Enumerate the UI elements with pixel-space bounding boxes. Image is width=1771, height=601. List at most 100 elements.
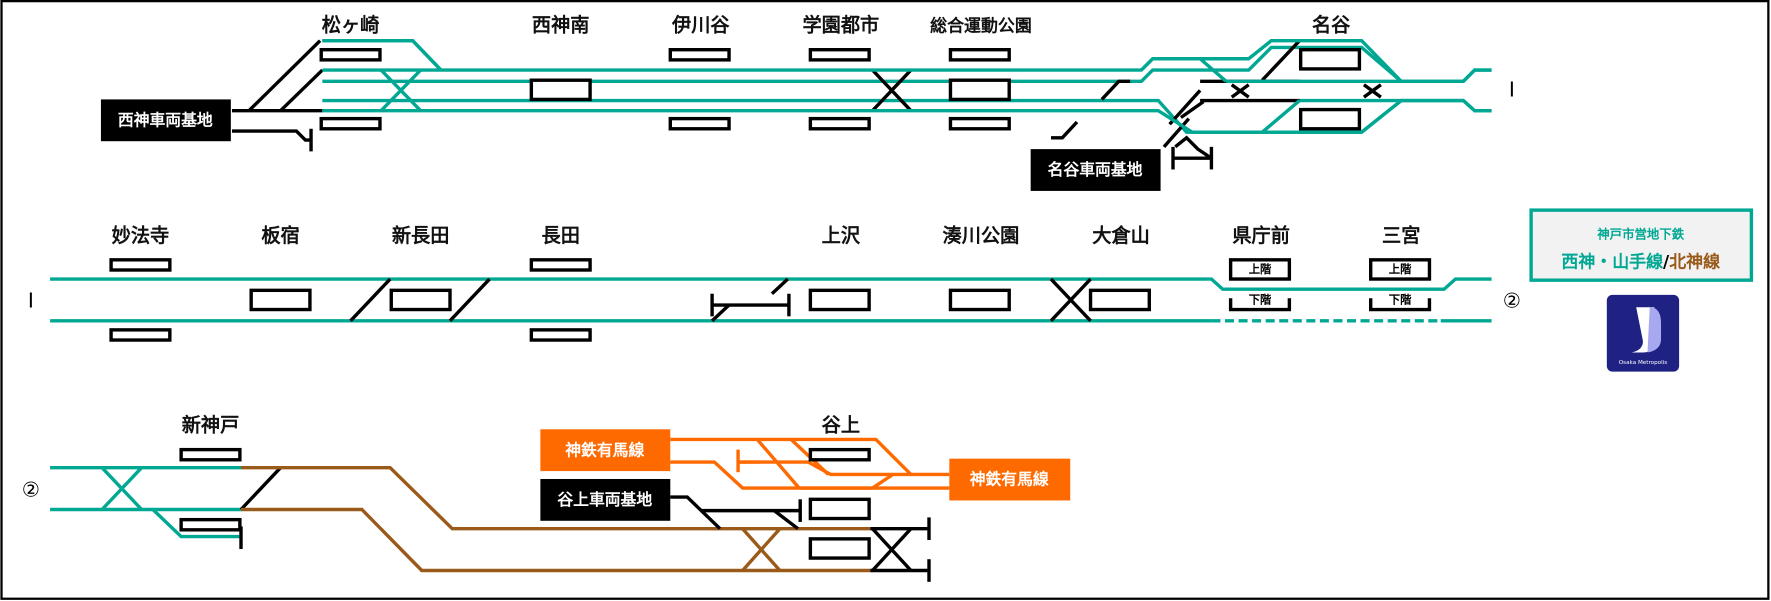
row1-green: [322, 38, 443, 72]
depot-box: [100, 99, 231, 142]
station-label: 大倉山: [1092, 224, 1150, 247]
platform: [389, 288, 452, 312]
row3-station-labels: 新神戸 谷上: [182, 414, 860, 437]
platform: [109, 328, 172, 342]
platform: [529, 328, 592, 342]
depot-seishin: 西神車両基地: [100, 99, 231, 142]
platform: [179, 447, 242, 462]
depot-lead-2: [279, 68, 324, 112]
platform: [808, 288, 871, 312]
legend-operator: 神戸市営地下鉄: [1597, 226, 1684, 241]
row2-main-up: [50, 277, 1492, 291]
main-down: [322, 98, 1492, 134]
platform: [808, 497, 871, 521]
depot-lead-1: [247, 39, 322, 112]
station-label: 妙法寺: [112, 224, 170, 247]
connector-1-icon: Ⅰ: [28, 289, 34, 313]
station-label: 西神南: [532, 14, 590, 37]
station-label: 総合運動公園: [930, 16, 1032, 36]
stub-a: [1100, 79, 1131, 101]
x1b: [1230, 83, 1250, 99]
depot-label: 谷上車両基地: [557, 490, 652, 509]
platform: [109, 258, 172, 272]
depot-lead: [773, 509, 799, 531]
shintetsu-crossover: [755, 438, 801, 490]
platform-upper: [1228, 258, 1292, 281]
hokushin-up: [241, 466, 871, 531]
depot-label: 名谷車両基地: [1048, 160, 1143, 179]
platform: [319, 116, 382, 131]
station-label: 県庁前: [1232, 224, 1290, 247]
row1-platforms: [319, 48, 1362, 131]
station-label: 新神戸: [182, 414, 240, 437]
connection-box: [949, 458, 1071, 501]
row3-platforms: [179, 447, 871, 560]
platform-lower: [1369, 298, 1432, 312]
platform: [808, 116, 871, 131]
connector-2-icon: ②: [1503, 289, 1521, 313]
depot2-lead-2: [1174, 135, 1213, 160]
legend-frame: [1529, 208, 1754, 282]
connection-shintetsu-right: 神鉄有馬線: [949, 458, 1071, 501]
nadani-x-g2: [1261, 99, 1301, 134]
platform: [319, 48, 382, 62]
lead-d: [1179, 100, 1205, 119]
lead-c: [1168, 89, 1202, 126]
station-label: 名谷: [1312, 14, 1351, 37]
level-label: 下階: [1249, 293, 1272, 307]
shintetsu-crossover: [871, 473, 894, 490]
pocket-lead: [770, 277, 789, 295]
platform-upper: [1369, 258, 1432, 281]
row1-black: [231, 39, 1382, 170]
crossover-gakuen-b: [871, 68, 913, 112]
platform: [808, 537, 871, 560]
station-label: 板宿: [261, 224, 299, 247]
station-label: 長田: [542, 224, 580, 247]
x2b: [1362, 83, 1382, 99]
depot-label: 西神車両基地: [118, 110, 213, 129]
platform: [948, 48, 1011, 62]
platform-lower: [1228, 298, 1292, 312]
legend-lines: 西神・山手線/北神線: [1561, 252, 1720, 272]
osaka-metropolis-logo: Osaka Metropolis: [1606, 294, 1680, 372]
main-up: [322, 38, 1492, 84]
depot-lead: [670, 495, 722, 530]
platform: [668, 116, 731, 131]
connection-label: 神鉄有馬線: [565, 440, 644, 459]
depot-myodani: 名谷車両基地: [1030, 149, 1161, 191]
stub-b: [1051, 120, 1079, 140]
pocket-lead: [710, 303, 731, 323]
row1-station-labels: 松ヶ崎 西神南 伊川谷 学園都市 総合運動公園 名谷: [322, 14, 1351, 37]
logo-mark-shade-icon: [1647, 307, 1662, 353]
platform: [808, 447, 871, 462]
platform: [1088, 288, 1151, 312]
level-label: 上階: [1249, 262, 1272, 276]
depot-box: [540, 478, 671, 521]
platform: [179, 517, 242, 532]
row1-crossover-b: [379, 68, 422, 112]
station-label: 伊川谷: [671, 14, 730, 37]
siding-matsugasaki: [322, 38, 443, 72]
level-label: 下階: [1389, 293, 1412, 307]
platform: [1298, 107, 1362, 131]
station-label: 谷上: [822, 414, 860, 437]
depot2-lead-1: [1162, 117, 1191, 148]
crossover-brown: [741, 527, 782, 572]
row2-tracks: [50, 277, 1492, 323]
shintetsu-track-1: [670, 437, 950, 477]
platform: [529, 78, 592, 102]
legend-box: 神戸市営地下鉄 西神・山手線/北神線: [1529, 208, 1754, 282]
depot-stub: [231, 129, 312, 142]
crossover: [871, 527, 913, 572]
nadani-x-g1: [1199, 57, 1228, 83]
row2-platforms: 上階 上階 下階 下階: [109, 258, 1432, 342]
hokushin-down: [241, 507, 871, 573]
station-label: 湊川公園: [943, 224, 1020, 247]
station-label: 三宮: [1382, 224, 1420, 247]
platform: [529, 258, 592, 272]
level-label: 上階: [1389, 262, 1412, 276]
connection-label: 神鉄有馬線: [970, 470, 1049, 489]
